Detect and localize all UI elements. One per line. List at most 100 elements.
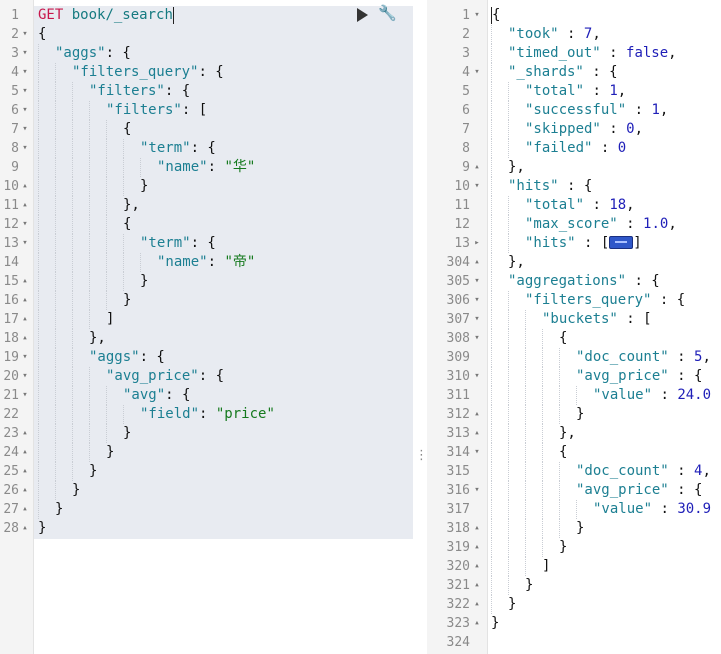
fold-toggle-icon[interactable]: ▴ bbox=[22, 295, 28, 305]
fold-toggle-icon[interactable]: ▴ bbox=[474, 523, 480, 533]
code-text[interactable]: "field": "price" bbox=[38, 405, 275, 424]
fold-toggle-icon[interactable]: ▾ bbox=[474, 67, 480, 77]
fold-toggle-icon[interactable]: ▾ bbox=[474, 276, 480, 286]
fold-toggle-icon[interactable]: ▴ bbox=[22, 523, 28, 533]
code-text[interactable]: "filters": { bbox=[38, 82, 190, 101]
request-gutter bbox=[0, 0, 34, 654]
code-text[interactable]: } bbox=[38, 481, 80, 500]
fold-toggle-icon[interactable]: ▴ bbox=[22, 504, 28, 514]
fold-toggle-icon[interactable]: ▾ bbox=[474, 485, 480, 495]
code-text[interactable]: } bbox=[38, 424, 131, 443]
fold-toggle-icon[interactable]: ▴ bbox=[474, 542, 480, 552]
fold-toggle-icon[interactable]: ▾ bbox=[22, 352, 28, 362]
fold-toggle-icon[interactable]: ▴ bbox=[474, 257, 480, 267]
code-text[interactable]: } bbox=[38, 291, 131, 310]
fold-toggle-icon[interactable]: ▾ bbox=[22, 48, 28, 58]
fold-toggle-icon[interactable]: ▴ bbox=[22, 428, 28, 438]
wrench-icon[interactable]: 🔧 bbox=[378, 4, 397, 22]
code-text: { bbox=[491, 329, 567, 348]
indent-guide bbox=[491, 272, 508, 291]
indent-guide bbox=[55, 177, 72, 196]
fold-toggle-icon[interactable]: ▾ bbox=[474, 447, 480, 457]
indent-guide bbox=[576, 500, 593, 519]
fold-toggle-icon[interactable]: ▴ bbox=[474, 162, 480, 172]
code-text[interactable]: } bbox=[38, 443, 114, 462]
fold-toggle-icon[interactable]: ▴ bbox=[22, 333, 28, 343]
code-text[interactable]: } bbox=[38, 500, 63, 519]
code-text[interactable]: "term": { bbox=[38, 139, 216, 158]
fold-toggle-icon[interactable]: ▾ bbox=[474, 181, 480, 191]
fold-toggle-icon[interactable]: ▾ bbox=[474, 295, 480, 305]
code-text[interactable]: "avg": { bbox=[38, 386, 190, 405]
indent-guide bbox=[491, 139, 508, 158]
fold-toggle-icon[interactable]: ▾ bbox=[22, 86, 28, 96]
code-text[interactable]: } bbox=[38, 272, 148, 291]
indent-guide bbox=[559, 367, 576, 386]
fold-toggle-icon[interactable]: ▴ bbox=[474, 428, 480, 438]
json-str: "帝" bbox=[224, 254, 256, 270]
fold-toggle-icon[interactable]: ▾ bbox=[22, 219, 28, 229]
collapsed-array-icon[interactable] bbox=[609, 235, 634, 249]
code-text[interactable]: "filters": [ bbox=[38, 101, 207, 120]
fold-toggle-icon[interactable]: ▾ bbox=[22, 29, 28, 39]
code-text[interactable]: "filters_query": { bbox=[38, 63, 224, 82]
code-text[interactable]: } bbox=[38, 462, 97, 481]
fold-toggle-icon[interactable]: ▾ bbox=[22, 105, 28, 115]
json-p: { bbox=[559, 330, 568, 346]
code-text[interactable]: }, bbox=[38, 196, 140, 215]
fold-toggle-icon[interactable]: ▾ bbox=[22, 124, 28, 134]
code-text[interactable]: } bbox=[38, 519, 46, 538]
fold-toggle-icon[interactable]: ▴ bbox=[22, 181, 28, 191]
fold-toggle-icon[interactable]: ▾ bbox=[474, 371, 480, 381]
code-text[interactable]: { bbox=[38, 120, 131, 139]
json-p: { bbox=[123, 121, 132, 137]
code-text[interactable]: { bbox=[38, 25, 46, 44]
indent-guide bbox=[491, 576, 508, 595]
fold-toggle-icon[interactable]: ▴ bbox=[474, 599, 480, 609]
fold-toggle-icon[interactable]: ▴ bbox=[474, 618, 480, 628]
fold-toggle-icon[interactable]: ▾ bbox=[22, 371, 28, 381]
code-text[interactable]: { bbox=[38, 215, 131, 234]
fold-toggle-icon[interactable]: ▴ bbox=[22, 485, 28, 495]
fold-toggle-icon[interactable]: ▴ bbox=[474, 580, 480, 590]
code-text[interactable]: GET book/_search bbox=[38, 6, 174, 25]
code-line: 308▾{ bbox=[427, 329, 721, 348]
code-text[interactable]: "aggs": { bbox=[38, 44, 131, 63]
indent-guide bbox=[89, 367, 106, 386]
code-text[interactable]: "avg_price": { bbox=[38, 367, 224, 386]
json-p: { bbox=[123, 216, 132, 232]
indent-guide bbox=[491, 120, 508, 139]
fold-toggle-icon[interactable]: ▴ bbox=[22, 447, 28, 457]
fold-toggle-icon[interactable]: ▾ bbox=[22, 390, 28, 400]
indent-guide bbox=[508, 500, 525, 519]
code-text[interactable]: "name": "华" bbox=[38, 158, 255, 177]
indent-guide bbox=[508, 82, 525, 101]
fold-toggle-icon[interactable]: ▾ bbox=[22, 67, 28, 77]
fold-toggle-icon[interactable]: ▴ bbox=[22, 200, 28, 210]
code-text[interactable]: "term": { bbox=[38, 234, 216, 253]
fold-toggle-icon[interactable]: ▾ bbox=[22, 143, 28, 153]
code-text[interactable]: "aggs": { bbox=[38, 348, 165, 367]
fold-toggle-icon[interactable]: ▾ bbox=[474, 314, 480, 324]
fold-toggle-icon[interactable]: ▴ bbox=[22, 466, 28, 476]
fold-toggle-icon[interactable]: ▴ bbox=[474, 561, 480, 571]
fold-toggle-icon[interactable]: ▾ bbox=[22, 238, 28, 248]
fold-toggle-icon[interactable]: ▾ bbox=[474, 10, 480, 20]
code-text[interactable]: ] bbox=[38, 310, 114, 329]
fold-toggle-icon[interactable]: ▸ bbox=[474, 238, 480, 248]
code-text[interactable]: }, bbox=[38, 329, 106, 348]
fold-toggle-icon[interactable]: ▴ bbox=[22, 314, 28, 324]
indent-guide bbox=[559, 462, 576, 481]
fold-toggle-icon[interactable]: ▾ bbox=[474, 333, 480, 343]
vertical-ellipsis-icon[interactable]: ⋮ bbox=[415, 448, 428, 463]
code-text[interactable]: "name": "帝" bbox=[38, 253, 255, 272]
code-text[interactable]: } bbox=[38, 177, 148, 196]
response-viewer[interactable]: 1▾{2"took" : 7,3"timed_out" : false,4▾"_… bbox=[427, 0, 721, 654]
play-icon[interactable] bbox=[357, 8, 368, 22]
fold-toggle-icon[interactable]: ▴ bbox=[474, 409, 480, 419]
code-line: 9▴}, bbox=[427, 158, 721, 177]
line-number: 10 bbox=[3, 179, 19, 194]
fold-toggle-icon[interactable]: ▴ bbox=[22, 276, 28, 286]
